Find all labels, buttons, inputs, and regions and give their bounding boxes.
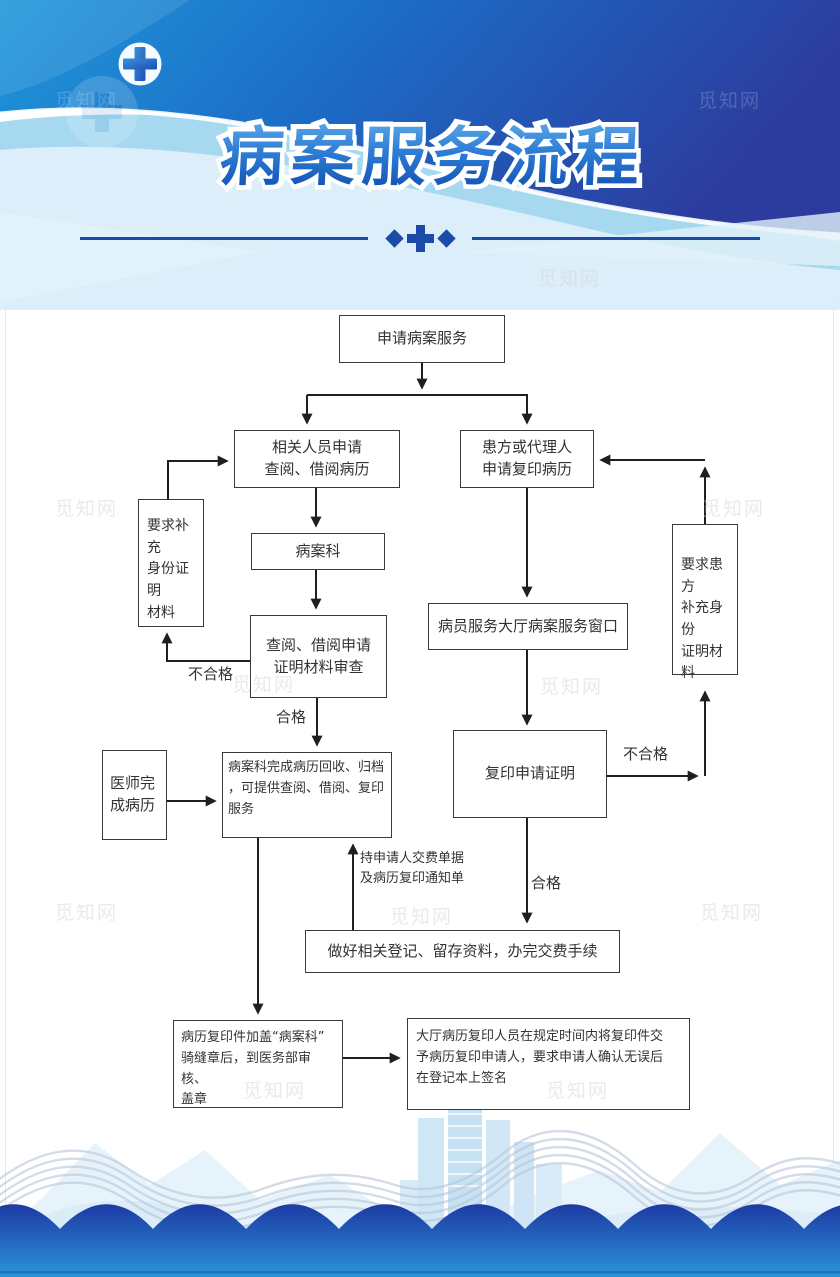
edge-label-qualified-left: 合格 [276, 708, 307, 726]
edge-label-unqualified-left: 不合格 [188, 665, 234, 683]
edge-label-qualified-right: 合格 [531, 874, 562, 892]
edge-note-payment-receipt: 持申请人交费单据 及病历复印通知单 [360, 851, 465, 887]
flow-node-service-window: 病员服务大厅病案服务窗口 [428, 603, 628, 650]
flow-node-supplement-right: 要求患方 补充身份 证明材料 [672, 524, 738, 681]
ghost-cross-icon [66, 76, 138, 148]
flow-node-stamp-audit: 病历复印件加盖“病案科” 骑缝章后，到医务部审核、 盖章 [173, 1020, 343, 1108]
flow-node-staff-apply: 相关人员申请 查阅、借阅病历 [234, 430, 400, 488]
title-divider [0, 225, 840, 255]
cross-icon [407, 225, 434, 252]
diamond-icon [437, 229, 456, 248]
flow-node-copy-certificate: 复印申请证明 [453, 730, 607, 818]
medical-cross-icon [118, 42, 162, 86]
flow-node-deliver-sign: 大厅病历复印人员在规定时间内将复印件交 予病历复印申请人，要求申请人确认无误后 … [407, 1018, 690, 1110]
flow-node-apply-service: 申请病案服务 [339, 315, 505, 363]
flow-node-register-payment: 做好相关登记、留存资料，办完交费手续 [305, 930, 620, 973]
flow-node-patient-apply: 患方或代理人 申请复印病历 [460, 430, 594, 488]
flow-node-archive-service: 病案科完成病历回收、归档 ，可提供查阅、借阅、复印 服务 [222, 752, 392, 838]
diamond-icon [385, 229, 404, 248]
flow-node-review-materials: 查阅、借阅申请 证明材料审查 [250, 615, 387, 698]
flow-node-supplement-left: 要求补充 身份证明 材料 [138, 499, 204, 627]
flow-node-doctor-complete: 医师完 成病历 [102, 750, 167, 840]
footer-decoration [0, 1092, 840, 1277]
divider-line-right [472, 237, 760, 240]
page-title-text: 病案服务流程 [218, 121, 648, 195]
edge-label-unqualified-right: 不合格 [623, 745, 669, 763]
header-background [0, 0, 840, 310]
divider-line-left [80, 237, 368, 240]
right-hairline [833, 300, 834, 1245]
left-hairline [5, 300, 6, 1245]
page-title: 病案服务流程 病案服务流程 [13, 117, 840, 200]
flow-node-records-dept: 病案科 [251, 533, 385, 570]
bottom-wave [0, 1204, 840, 1277]
